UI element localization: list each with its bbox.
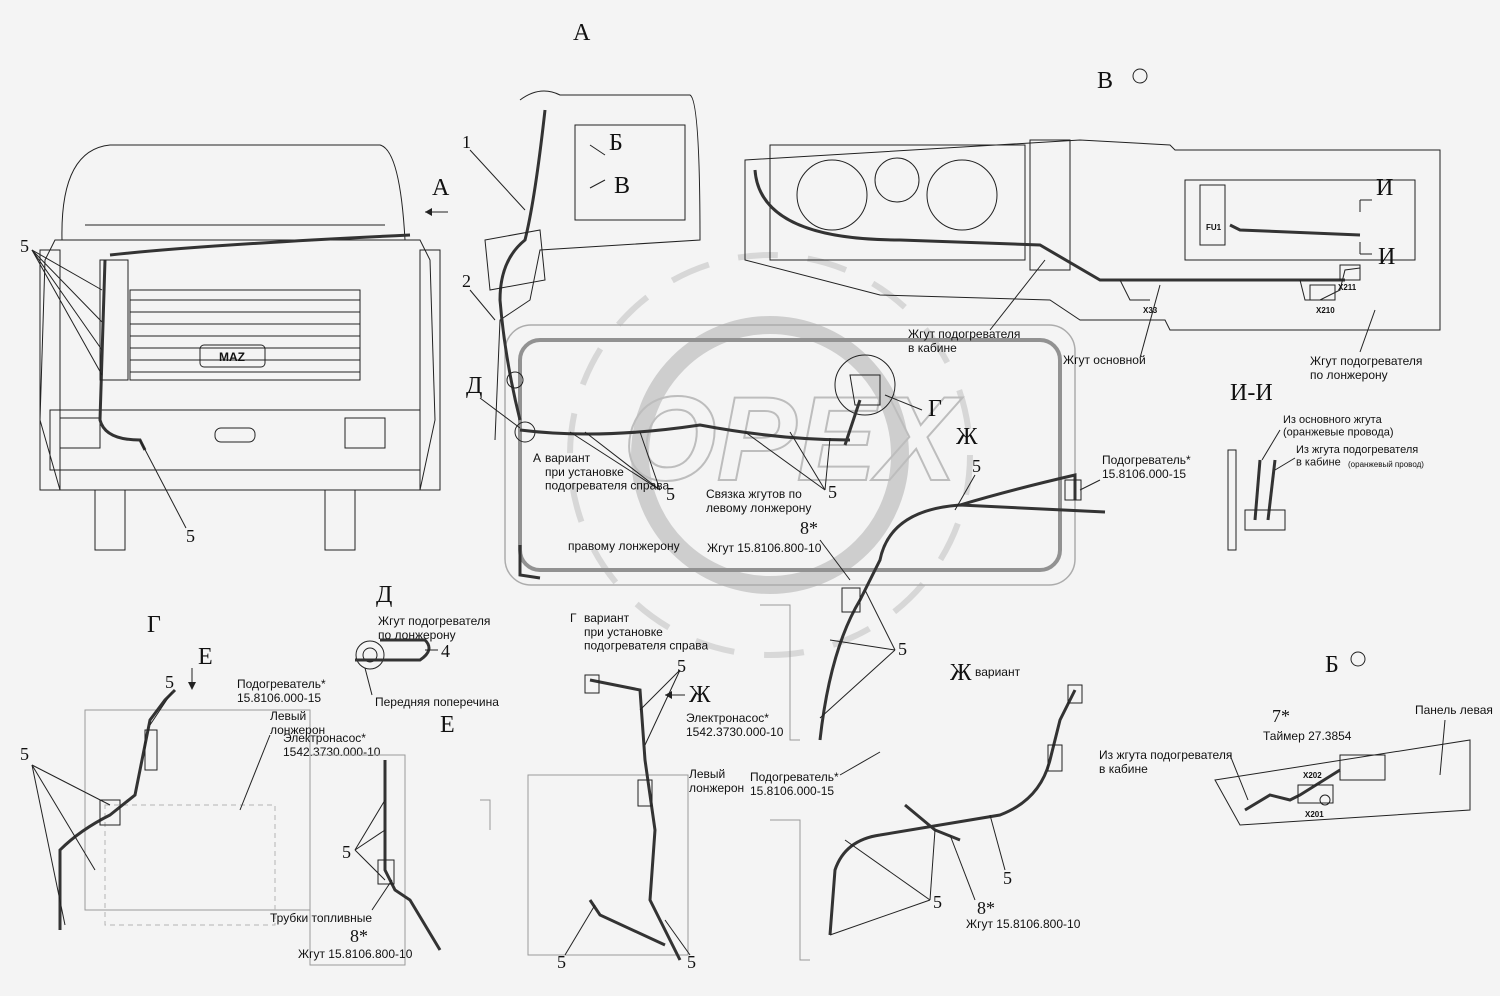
svg-text:8*: 8*	[350, 926, 368, 946]
view-zh-top: 5 Подогреватель*15.8106.000-15 8* Жгут 1…	[707, 453, 1191, 741]
svg-text:Г: Г	[928, 396, 942, 422]
fuel-tubes-label: Трубки топливные	[270, 911, 372, 925]
svg-text:А: А	[432, 175, 450, 201]
heater-15-g-label: Подогреватель*15.8106.000-15	[237, 677, 326, 705]
truck-front-view: MAZ	[39, 144, 441, 551]
svg-text:И: И	[1378, 244, 1395, 270]
g-variant-letter: Г	[570, 611, 577, 625]
svg-text:8*: 8*	[977, 898, 995, 918]
svg-text:5: 5	[933, 892, 942, 912]
svg-text:Ж: Ж	[689, 682, 711, 708]
grille-bars	[130, 299, 360, 373]
svg-text:5: 5	[972, 456, 981, 476]
svg-text:Д: Д	[466, 373, 482, 399]
svg-text:А: А	[573, 20, 591, 46]
svg-text:5: 5	[687, 952, 696, 972]
heater-15-zh-label: Подогреватель*15.8106.000-15	[750, 770, 839, 798]
svg-text:5: 5	[186, 526, 195, 546]
view-v-dashboard: В FU1 X211 X210 X33 И И	[744, 68, 1441, 331]
orange-wire-label: (оранжевый провод)	[1348, 460, 1424, 469]
svg-text:5: 5	[20, 744, 29, 764]
svg-text:5: 5	[1003, 868, 1012, 888]
from-main-harness-label: Из основного жгута(оранжевые провода)	[1283, 414, 1393, 439]
view-zh-variant: Ж вариант Подогреватель*15.8106.000-15 5…	[750, 660, 1083, 936]
view-g: Г Е 5 5 Подогреватель*15.8106.000-15 Лев…	[20, 612, 326, 930]
svg-text:5: 5	[557, 952, 566, 972]
svg-text:X202: X202	[1303, 771, 1322, 780]
watermark-logo: OPEX	[504, 252, 1076, 658]
svg-text:5: 5	[342, 842, 351, 862]
svg-text:X201: X201	[1305, 810, 1324, 819]
svg-text:5: 5	[828, 482, 837, 502]
heater-15-top-label: Подогреватель*15.8106.000-15	[1102, 453, 1191, 481]
svg-text:Б: Б	[1325, 652, 1339, 678]
svg-text:И: И	[1376, 175, 1393, 201]
zh-variant-word: вариант	[975, 665, 1021, 679]
pump-gv-label: Электронасос*1542.3730.000-10	[686, 711, 784, 739]
svg-text:Г: Г	[147, 612, 161, 638]
svg-text:1: 1	[462, 132, 471, 152]
svg-text:FU1: FU1	[1206, 223, 1222, 232]
svg-text:5: 5	[165, 672, 174, 692]
svg-text:В: В	[1097, 68, 1113, 94]
svg-text:X210: X210	[1316, 306, 1335, 315]
right-spar-label: правому лонжерону	[568, 539, 680, 553]
view-a-variant-letter: А	[533, 451, 541, 465]
svg-text:4: 4	[441, 641, 450, 661]
svg-text:5: 5	[666, 484, 675, 504]
svg-text:Ж: Ж	[950, 660, 972, 686]
svg-text:Е: Е	[198, 644, 213, 670]
timer-label: Таймер 27.3854	[1263, 729, 1352, 743]
view-i-i: И-И Из основного жгута(оранжевые провода…	[1227, 380, 1424, 551]
svg-text:8*: 8*	[800, 518, 818, 538]
view-e: Е Электронасос*1542.3730.000-10 5 Трубки…	[270, 712, 455, 966]
svg-text:5: 5	[677, 656, 686, 676]
panel-left-label: Панель левая	[1415, 703, 1493, 717]
harness-800-e-label: Жгут 15.8106.800-10	[298, 947, 413, 961]
svg-text:Е: Е	[440, 712, 455, 738]
background-frame-parts	[480, 604, 810, 961]
main-harness-label: Жгут основной	[1063, 353, 1146, 367]
svg-text:5: 5	[898, 639, 907, 659]
harness-800-zh-label: Жгут 15.8106.800-10	[966, 917, 1081, 931]
view-a: А 1 2 Б В Д	[462, 20, 701, 443]
svg-text:X33: X33	[1143, 306, 1158, 315]
svg-text:2: 2	[462, 271, 471, 291]
maz-logo: MAZ	[219, 350, 245, 364]
svg-text:5: 5	[20, 236, 29, 256]
svg-text:7*: 7*	[1272, 706, 1290, 726]
svg-text:X211: X211	[1338, 283, 1357, 292]
svg-text:Ж: Ж	[956, 424, 978, 450]
svg-text:Д: Д	[376, 582, 392, 608]
svg-text:И-И: И-И	[1230, 380, 1273, 406]
svg-text:Б: Б	[609, 130, 623, 156]
view-b: Б 7* Таймер 27.3854 Панель левая Из жгут…	[1099, 651, 1493, 826]
front-crossmember-label: Передняя поперечина	[375, 695, 499, 709]
front-view-callouts: 5 5 А	[20, 175, 450, 546]
svg-text:В: В	[614, 173, 630, 199]
harness-800-top-label: Жгут 15.8106.800-10	[707, 541, 822, 555]
